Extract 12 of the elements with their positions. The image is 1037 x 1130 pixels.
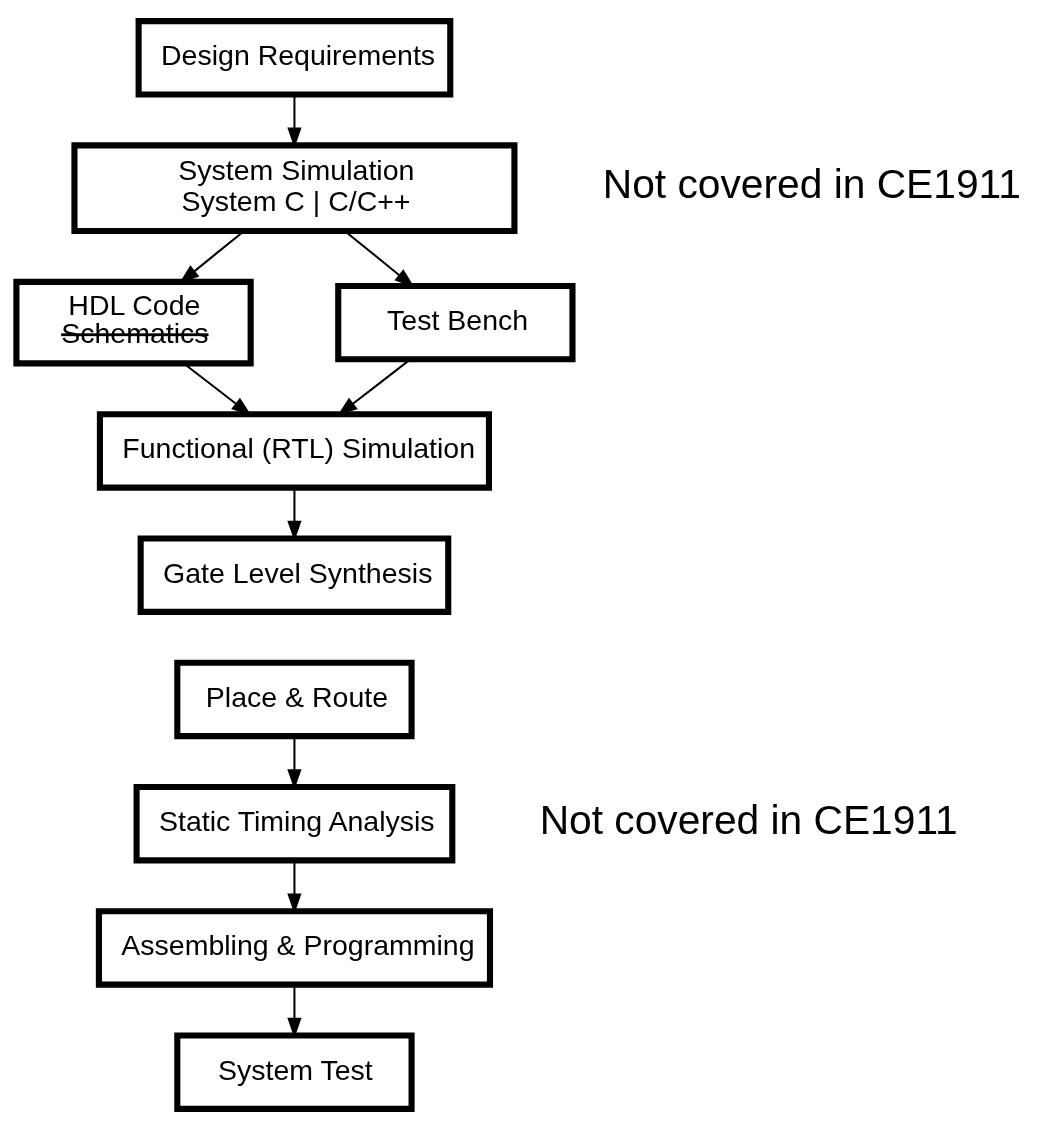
node-label: Not covered in CE1911 <box>539 796 958 843</box>
node-box: Gate Level Synthesis <box>137 535 452 615</box>
node-box: Assembling & Programming <box>95 908 494 988</box>
node-label: Not covered in CE1911 <box>602 161 1021 208</box>
node-box: Place & Route <box>174 659 415 740</box>
node-box: System Simulation System C | C/C++ <box>71 142 518 234</box>
node-box: Design Requirements <box>135 18 454 98</box>
node-box: Functional (RTL) Simulation <box>96 411 492 491</box>
node-box: Test Bench <box>335 282 576 363</box>
node-box: HDL Code Schematics <box>13 278 254 367</box>
node-box: Static Timing Analysis <box>133 783 456 864</box>
node-box: System Test <box>174 1032 415 1112</box>
